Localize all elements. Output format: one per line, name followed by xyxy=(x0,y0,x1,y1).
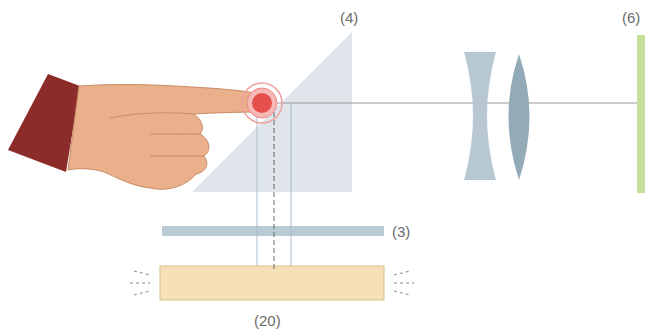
screen xyxy=(637,35,645,193)
light-source xyxy=(160,266,384,300)
touch-point xyxy=(252,93,272,113)
glass-plate xyxy=(162,226,384,236)
callout-number: (6) xyxy=(622,10,640,25)
optical-axis xyxy=(274,104,275,272)
hand xyxy=(8,74,269,189)
touch-ring xyxy=(247,88,277,118)
light-rays xyxy=(130,271,414,295)
concave-lens xyxy=(464,52,496,180)
callout-number: (4) xyxy=(340,10,358,25)
touch-ring xyxy=(242,83,282,123)
optical-axis xyxy=(262,103,641,104)
convex-lens xyxy=(509,54,530,180)
callout-number: (20) xyxy=(254,313,281,328)
callout-number: (3) xyxy=(392,224,410,239)
